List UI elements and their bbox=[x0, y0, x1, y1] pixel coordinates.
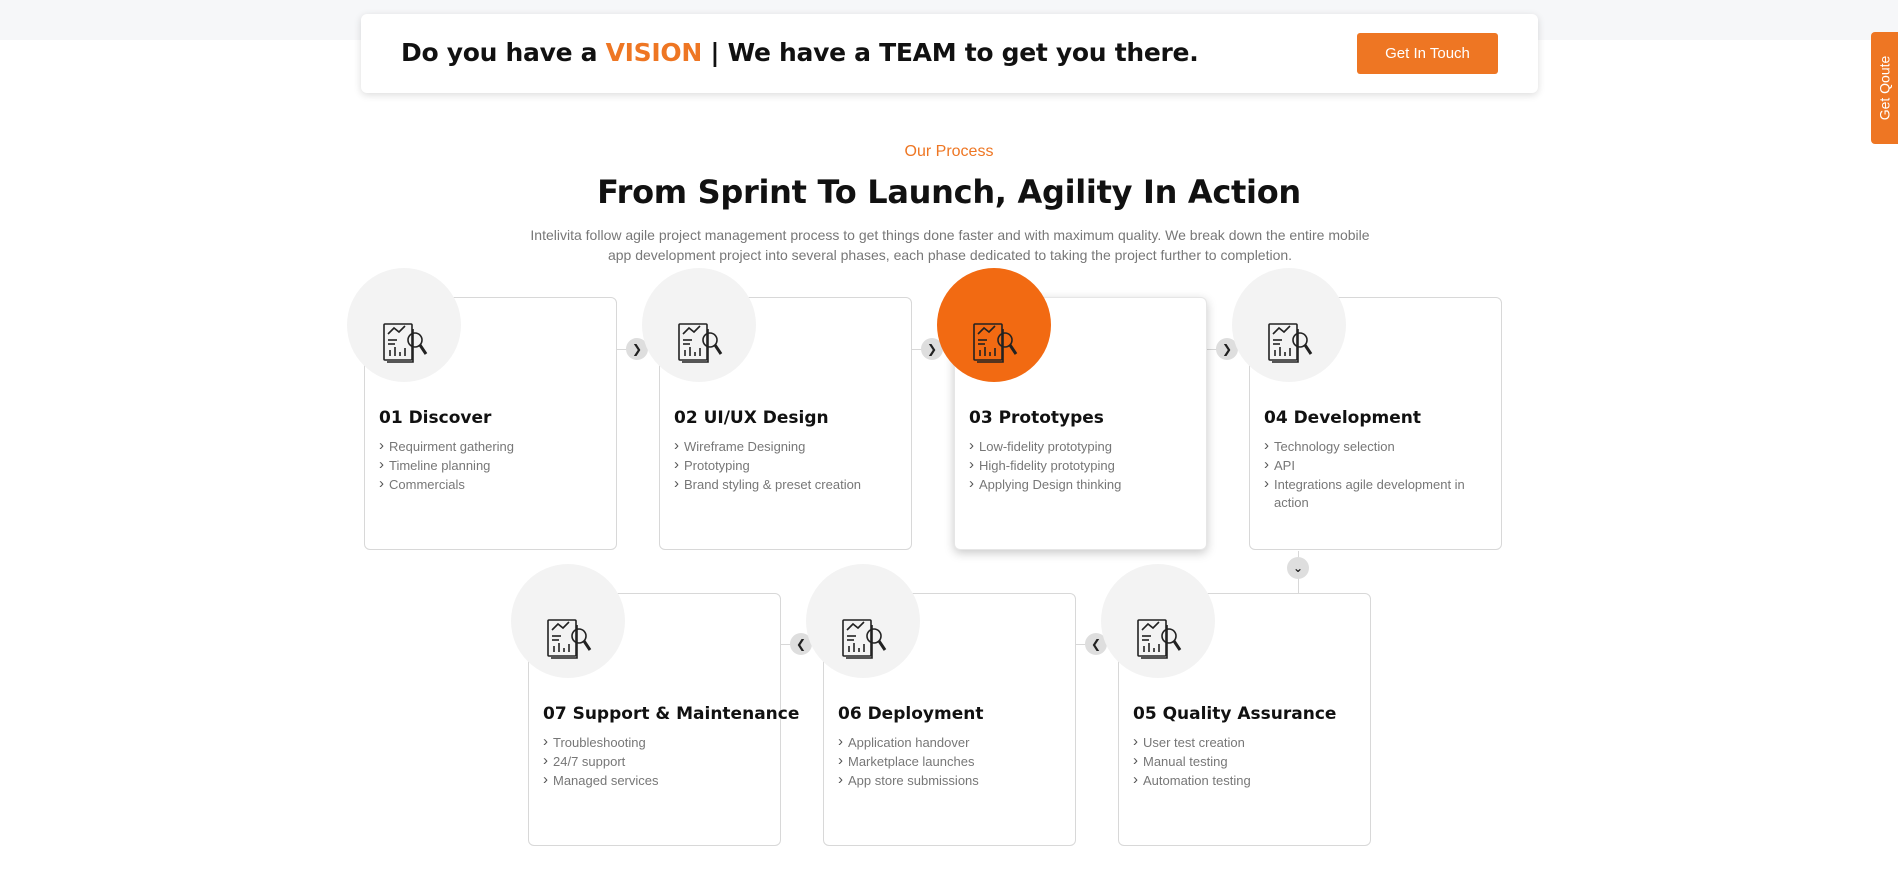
arrow-right-icon: ❯ bbox=[1216, 338, 1238, 360]
icon-background bbox=[1232, 268, 1346, 382]
list-item: Low-fidelity prototyping bbox=[969, 437, 1192, 456]
list-item: App store submissions bbox=[838, 771, 1061, 790]
icon-background bbox=[347, 268, 461, 382]
arrow-down-icon: ⌄ bbox=[1287, 557, 1309, 579]
analytics-report-icon bbox=[1137, 619, 1182, 659]
process-card-deployment[interactable]: 06 Deployment Application handover Marke… bbox=[806, 564, 1076, 846]
list-item: Applying Design thinking bbox=[969, 475, 1192, 494]
process-card-list: Troubleshooting 24/7 support Managed ser… bbox=[543, 733, 766, 791]
arrow-right-icon: ❯ bbox=[626, 338, 648, 360]
list-item: Integrations agile development in action bbox=[1264, 475, 1487, 512]
list-item: Timeline planning bbox=[379, 456, 602, 475]
process-card-list: User test creation Manual testing Automa… bbox=[1133, 733, 1356, 791]
section-title: From Sprint To Launch, Agility In Action bbox=[597, 173, 1301, 211]
process-card-title: 07 Support & Maintenance bbox=[543, 704, 800, 724]
icon-background bbox=[806, 564, 920, 678]
list-item: Prototyping bbox=[674, 456, 897, 475]
get-in-touch-button[interactable]: Get In Touch bbox=[1357, 33, 1498, 74]
process-card-uiux-design[interactable]: 02 UI/UX Design Wireframe Designing Prot… bbox=[642, 268, 912, 550]
list-item: 24/7 support bbox=[543, 752, 766, 771]
section-eyebrow: Our Process bbox=[904, 143, 994, 160]
list-item: Brand styling & preset creation bbox=[674, 475, 897, 494]
cta-banner: Do you have a VISION | We have a TEAM to… bbox=[361, 14, 1538, 93]
process-card-title: 05 Quality Assurance bbox=[1133, 704, 1337, 724]
process-card-discover[interactable]: 01 Discover Requirment gathering Timelin… bbox=[347, 268, 617, 550]
icon-background bbox=[511, 564, 625, 678]
arrow-left-icon: ❮ bbox=[790, 633, 812, 655]
list-item: Automation testing bbox=[1133, 771, 1356, 790]
process-card-title: 02 UI/UX Design bbox=[674, 408, 829, 428]
list-item: Managed services bbox=[543, 771, 766, 790]
section-description: Intelivita follow agile project manageme… bbox=[530, 227, 1370, 263]
list-item: Commercials bbox=[379, 475, 602, 494]
list-item: Requirment gathering bbox=[379, 437, 602, 456]
analytics-report-icon bbox=[678, 323, 723, 363]
get-quote-label: Get Qoute bbox=[1876, 55, 1893, 121]
analytics-report-icon bbox=[1268, 323, 1313, 363]
analytics-report-icon bbox=[383, 323, 428, 363]
list-item: API bbox=[1264, 456, 1487, 475]
list-item: Wireframe Designing bbox=[674, 437, 897, 456]
icon-background bbox=[937, 268, 1051, 382]
process-card-development[interactable]: 04 Development Technology selection API … bbox=[1232, 268, 1502, 550]
process-card-prototypes[interactable]: 03 Prototypes Low-fidelity prototyping H… bbox=[937, 268, 1207, 550]
get-quote-tab[interactable]: Get Qoute bbox=[1871, 32, 1898, 144]
cta-text: Do you have a VISION | We have a TEAM to… bbox=[401, 38, 1199, 67]
list-item: Application handover bbox=[838, 733, 1061, 752]
icon-background bbox=[1101, 564, 1215, 678]
list-item: User test creation bbox=[1133, 733, 1356, 752]
process-card-support-maintenance[interactable]: 07 Support & Maintenance Troubleshooting… bbox=[511, 564, 799, 846]
process-card-list: Application handover Marketplace launche… bbox=[838, 733, 1061, 791]
process-card-list: Requirment gathering Timeline planning C… bbox=[379, 437, 602, 495]
list-item: High-fidelity prototyping bbox=[969, 456, 1192, 475]
arrow-left-icon: ❮ bbox=[1085, 633, 1107, 655]
arrow-right-icon: ❯ bbox=[921, 338, 943, 360]
process-card-title: 04 Development bbox=[1264, 408, 1421, 428]
cta-highlight: VISION bbox=[605, 38, 703, 67]
list-item: Manual testing bbox=[1133, 752, 1356, 771]
process-card-quality-assurance[interactable]: 05 Quality Assurance User test creation … bbox=[1101, 564, 1371, 846]
analytics-report-icon bbox=[842, 619, 887, 659]
process-card-list: Low-fidelity prototyping High-fidelity p… bbox=[969, 437, 1192, 495]
process-card-list: Technology selection API Integrations ag… bbox=[1264, 437, 1487, 513]
process-card-title: 03 Prototypes bbox=[969, 408, 1104, 428]
analytics-report-icon bbox=[973, 323, 1018, 363]
process-card-title: 01 Discover bbox=[379, 408, 492, 428]
list-item: Technology selection bbox=[1264, 437, 1487, 456]
analytics-report-icon bbox=[547, 619, 592, 659]
process-card-title: 06 Deployment bbox=[838, 704, 984, 724]
list-item: Marketplace launches bbox=[838, 752, 1061, 771]
list-item: Troubleshooting bbox=[543, 733, 766, 752]
process-card-list: Wireframe Designing Prototyping Brand st… bbox=[674, 437, 897, 495]
icon-background bbox=[642, 268, 756, 382]
